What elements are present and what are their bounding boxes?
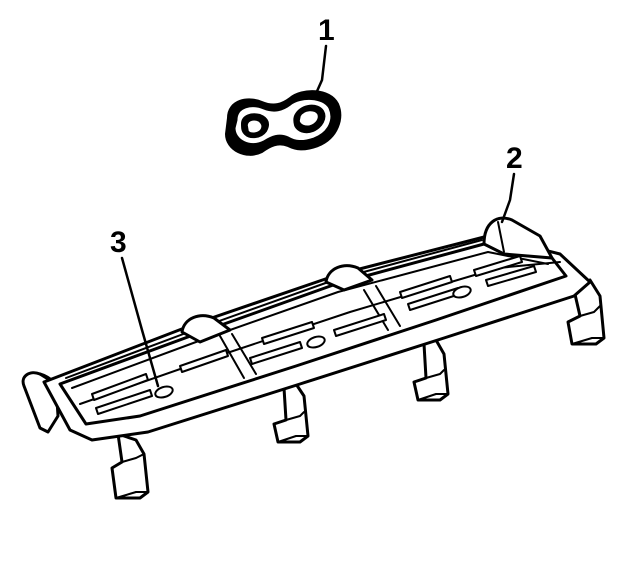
- callout-3-leader: [120, 256, 160, 388]
- callout-2: 2: [500, 142, 523, 224]
- callout-1-leader: [312, 44, 328, 100]
- part-2-rail-bracket: [21, 216, 606, 500]
- callout-1-label: 1: [318, 14, 335, 47]
- part-1-seal: [225, 90, 342, 156]
- callout-1: 1: [312, 14, 335, 100]
- callout-2-label: 2: [506, 142, 523, 175]
- callout-3-label: 3: [110, 226, 127, 259]
- callout-2-leader: [500, 172, 516, 224]
- callout-3: 3: [110, 226, 160, 388]
